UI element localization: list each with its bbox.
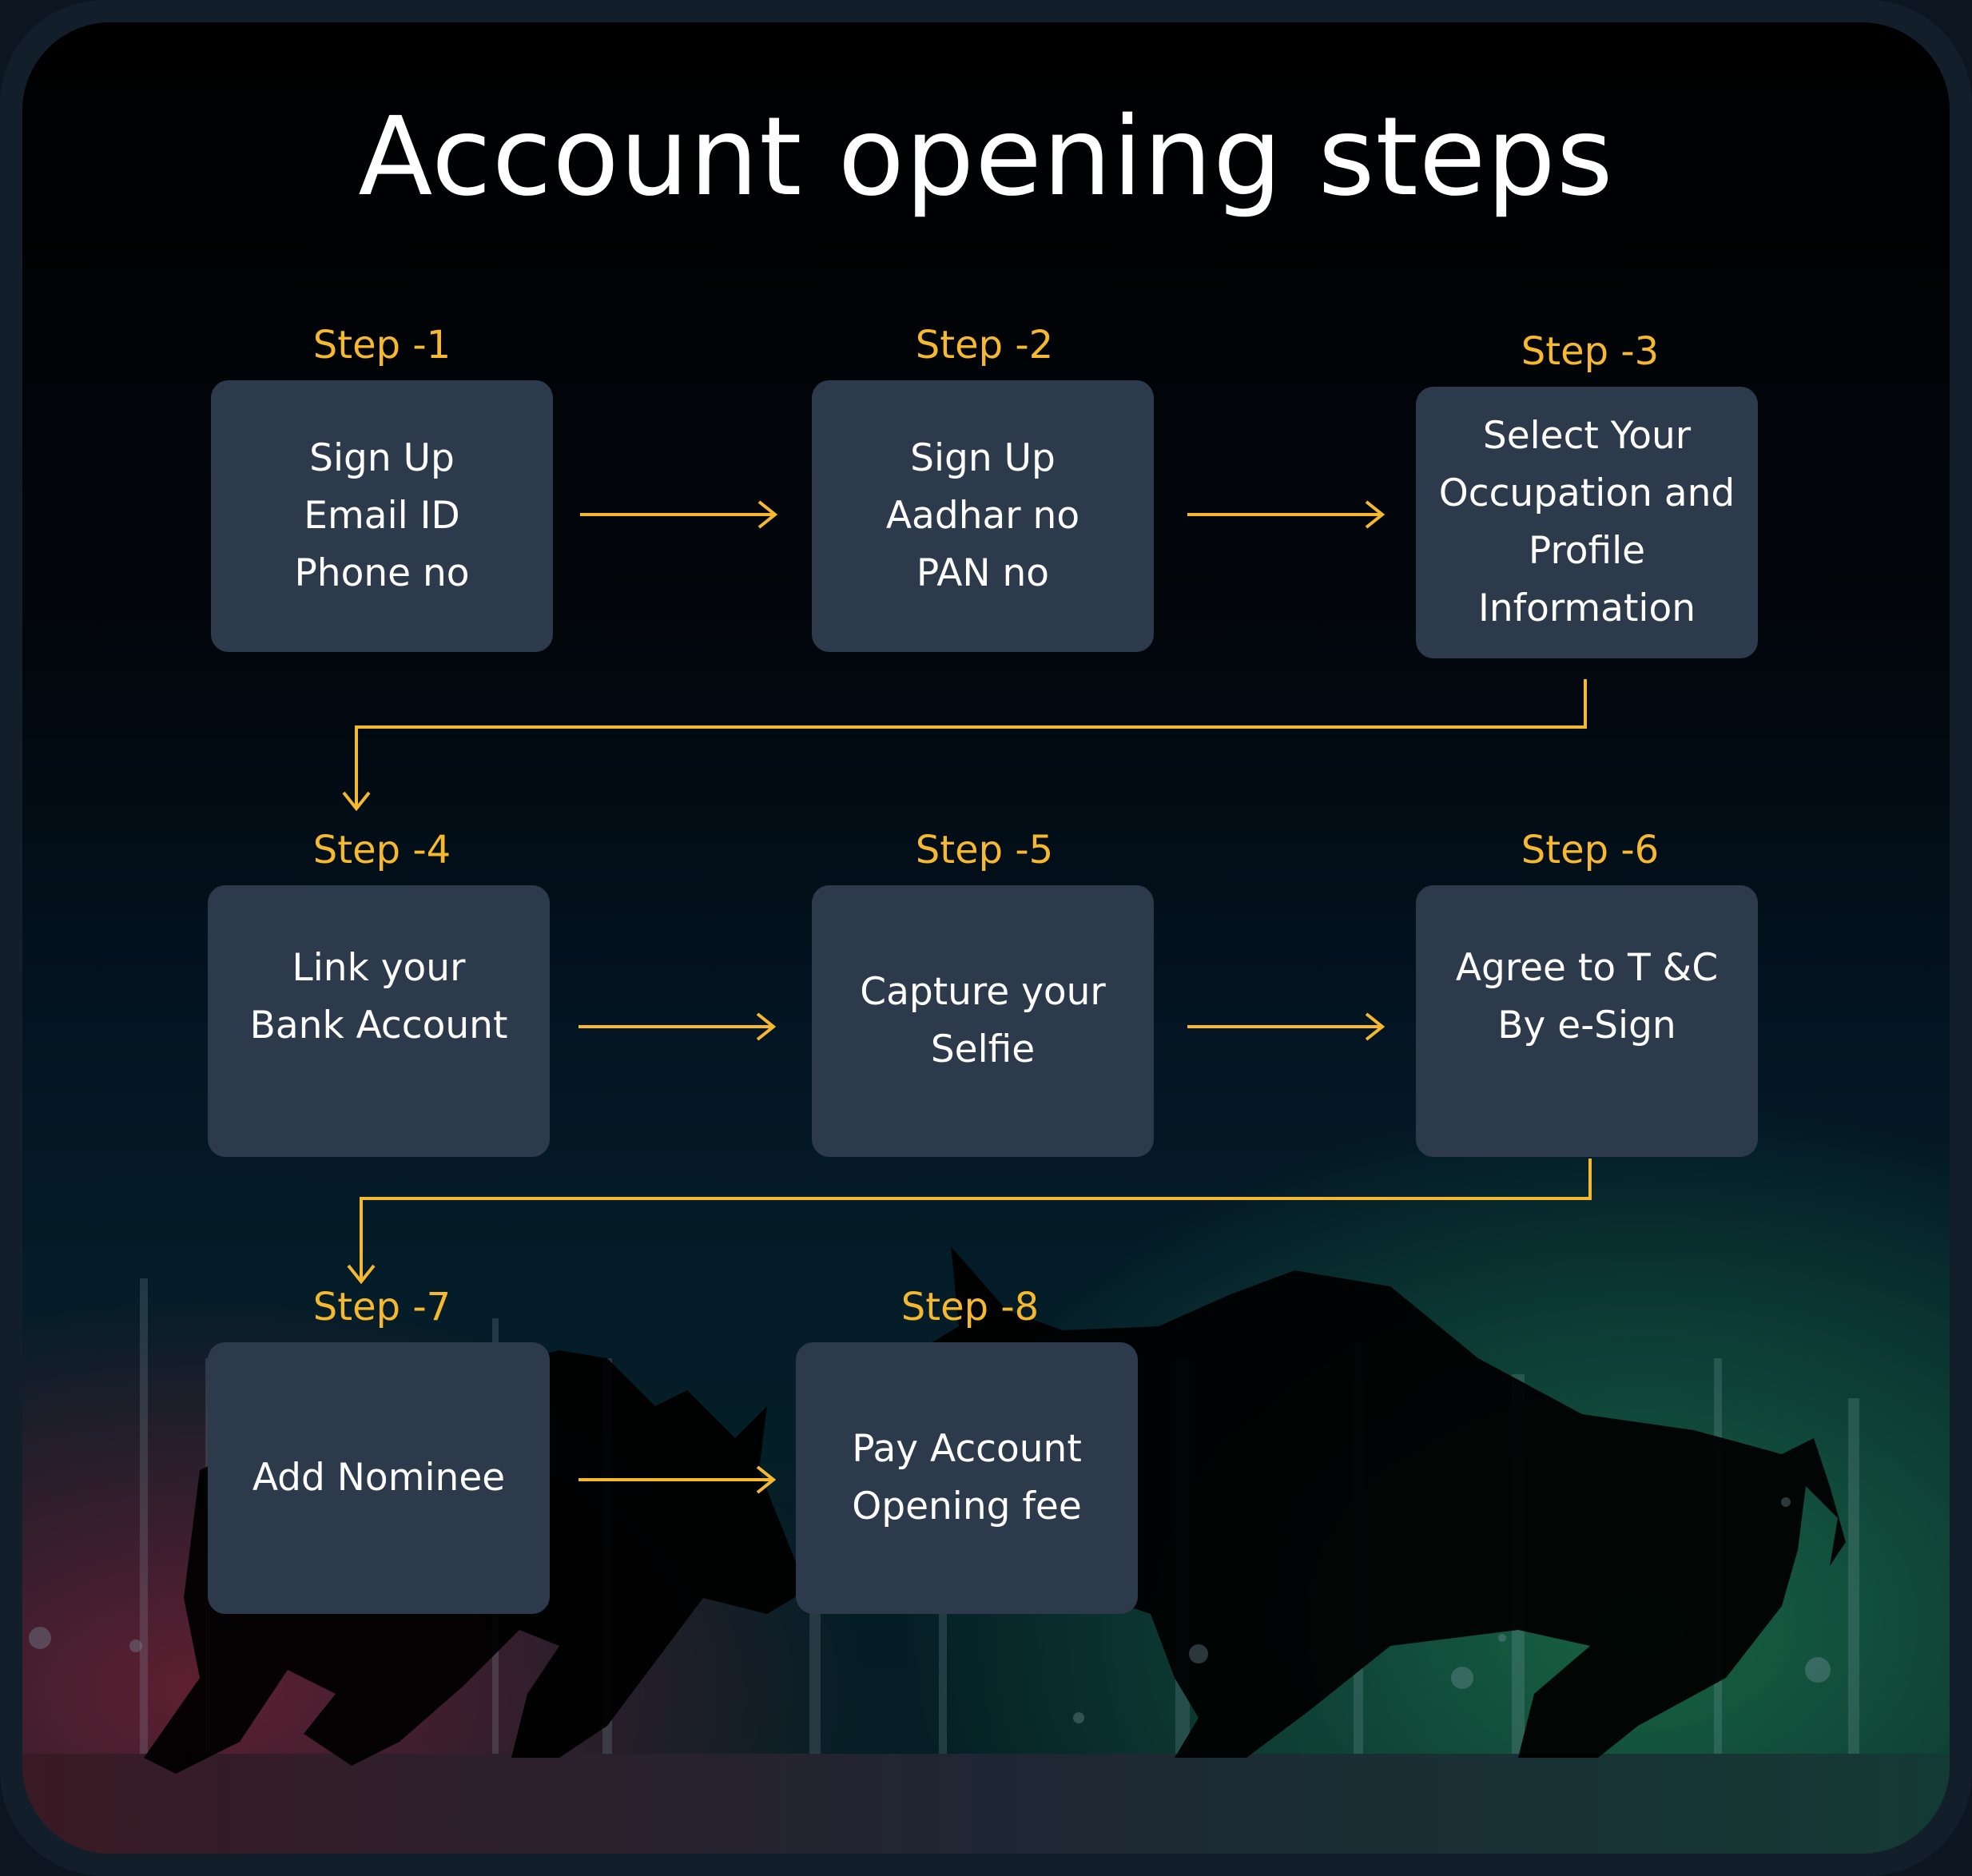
arrow-4-to-5 [578, 1012, 777, 1041]
flow-connectors [342, 500, 1592, 1494]
step-card-6: Agree to T &C By e-Sign [1416, 885, 1758, 1157]
step-label-4: Step -4 [312, 828, 451, 872]
arrow-1-to-2 [580, 500, 778, 529]
arrow-2-to-3 [1187, 500, 1386, 529]
arrow-5-to-6 [1187, 1012, 1386, 1041]
step-label-3: Step -3 [1521, 329, 1660, 374]
step-card-5-text: Capture your Selfie [860, 970, 1106, 1071]
step-card-2-text: Sign Up Aadhar no PAN no [885, 436, 1080, 595]
floor [22, 1754, 1950, 1854]
connector-3-to-4 [342, 679, 1587, 812]
step-card-7: Add Nominee [208, 1342, 550, 1614]
bull-silhouette [903, 1246, 1846, 1758]
step-card-8-text: Pay Account Opening fee [852, 1427, 1082, 1528]
step-card-7-text: Add Nominee [252, 1456, 506, 1500]
step-card-3-text: Select Your Occupation and Profile Infor… [1438, 414, 1735, 630]
step-label-2: Step -2 [915, 323, 1054, 368]
bokeh-dots [29, 1497, 1831, 1723]
step-card-5: Capture your Selfie [812, 885, 1154, 1157]
step-label-6: Step -6 [1521, 828, 1660, 872]
step-label-5: Step -5 [915, 828, 1054, 872]
step-card-3: Select Your Occupation and Profile Infor… [1416, 387, 1758, 658]
step-card-8: Pay Account Opening fee [796, 1342, 1138, 1614]
step-label-1: Step -1 [312, 323, 451, 368]
step-card-2: Sign Up Aadhar no PAN no [812, 380, 1154, 652]
step-card-1: Sign Up Email ID Phone no [211, 380, 553, 652]
step-card-4-text: Link your Bank Account [249, 946, 508, 1047]
step-card-1-text: Sign Up Email ID Phone no [294, 436, 470, 595]
step-card-4: Link your Bank Account [208, 885, 550, 1157]
connector-6-to-7 [347, 1159, 1592, 1285]
step-label-7: Step -7 [312, 1285, 451, 1329]
page-title: Account opening steps [358, 94, 1614, 221]
step-label-8: Step -8 [901, 1285, 1040, 1329]
arrow-7-to-8 [578, 1465, 777, 1494]
step-card-6-text: Agree to T &C By e-Sign [1455, 946, 1719, 1047]
